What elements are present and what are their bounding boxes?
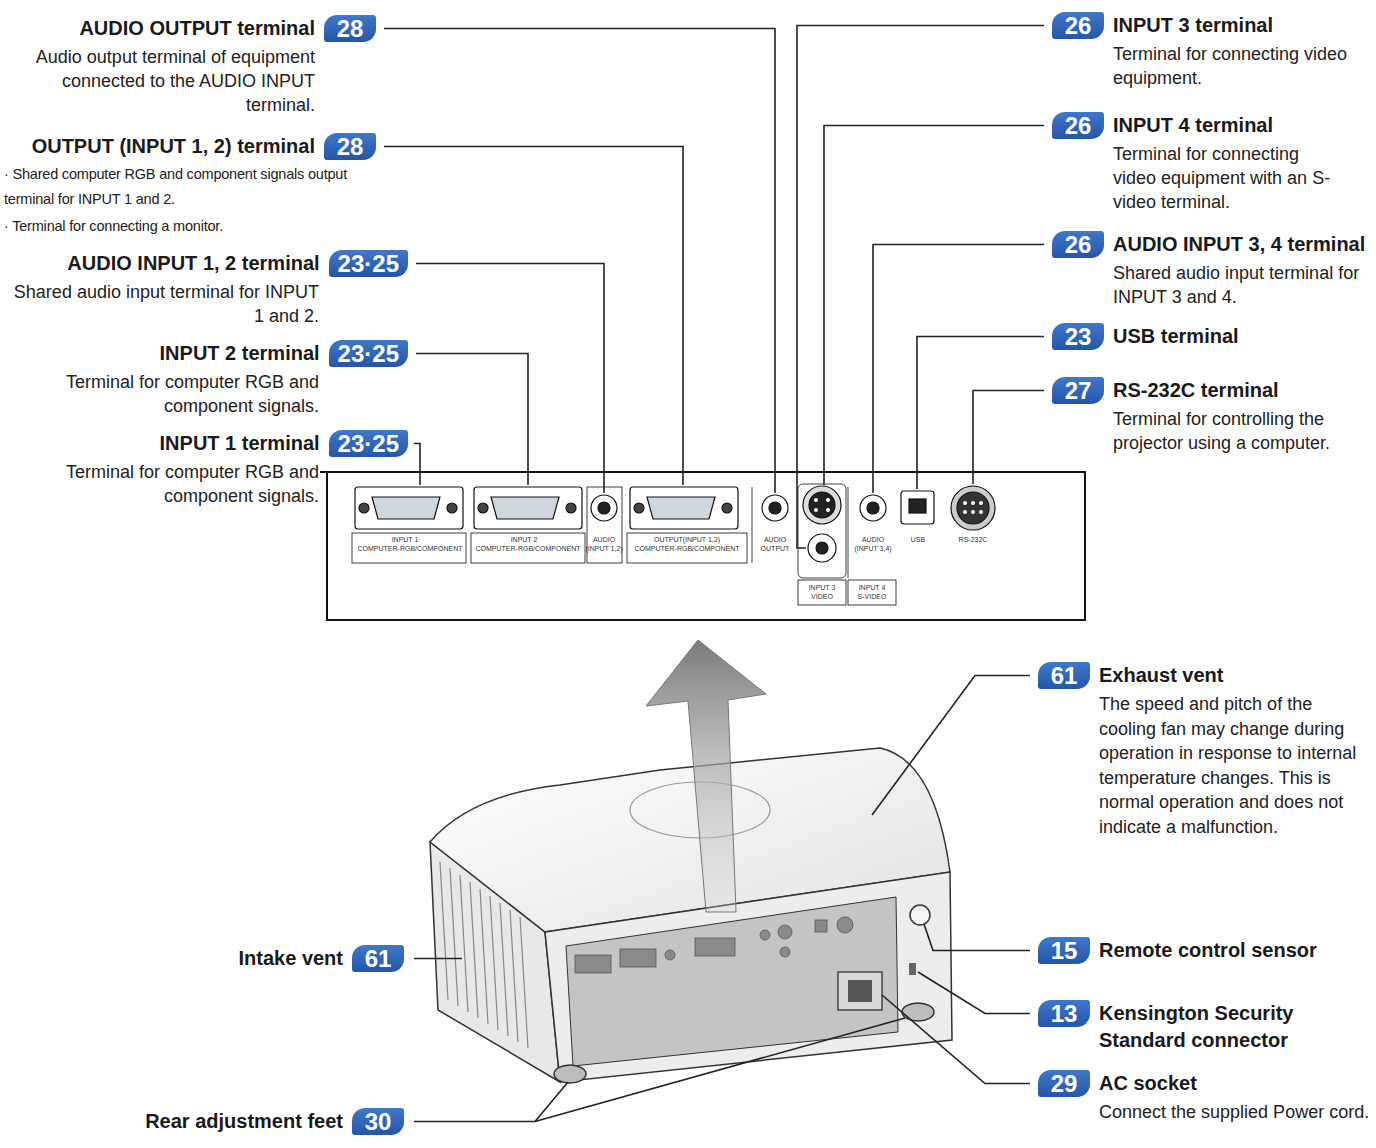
callout-number: 23·25 — [329, 250, 408, 277]
callout-header: 26 AUDIO INPUT 3, 4 terminal — [1052, 231, 1372, 258]
callout: INPUT 1 terminal 23·25Terminal for comput… — [4, 430, 408, 508]
callout-header: 27 RS-232C terminal — [1052, 377, 1372, 404]
callout-header: 29 AC socket — [1038, 1070, 1372, 1097]
callout-number: 13 — [1038, 1000, 1090, 1027]
part-name: Kensington Security Standard connector — [1099, 1000, 1349, 1054]
rear-panel-closeup — [320, 472, 1085, 620]
callout: 13 Kensington Security Standard connector — [1038, 1000, 1372, 1054]
callout-header: 26 INPUT 4 terminal — [1052, 112, 1372, 139]
callout-header: 23 USB terminal — [1052, 323, 1372, 350]
part-description: Audio output terminal of equipment conne… — [4, 45, 376, 117]
part-name: Intake vent — [239, 945, 343, 972]
panel-label: COMPUTER-RGB/COMPONENT — [635, 545, 740, 553]
part-name: INPUT 2 terminal — [160, 340, 320, 367]
panel-label: COMPUTER-RGB/COMPONENT — [358, 545, 463, 553]
callout-header: Intake vent 61 — [4, 945, 404, 972]
panel-label: USB — [911, 536, 925, 544]
callout: 29 AC socketConnect the supplied Power co… — [1038, 1070, 1372, 1124]
callout: AUDIO INPUT 1, 2 terminal 23·25Shared aud… — [4, 250, 408, 328]
part-name: Remote control sensor — [1099, 937, 1317, 964]
callout-header: Rear adjustment feet 30 — [4, 1108, 404, 1135]
callout-header: INPUT 1 terminal 23·25 — [4, 430, 408, 457]
callout-number: 15 — [1038, 937, 1090, 964]
part-name: INPUT 3 terminal — [1113, 12, 1273, 39]
part-description: Terminal for connecting video equipment. — [1052, 42, 1353, 90]
panel-label: (INPUT 1,2) — [585, 545, 622, 553]
panel-label: COMPUTER-RGB/COMPONENT — [476, 545, 581, 553]
callout-number: 23·25 — [329, 340, 408, 367]
part-description: · Terminal for connecting a monitor. — [4, 214, 376, 239]
callout-header: 15 Remote control sensor — [1038, 937, 1372, 964]
panel-label: INPUT 1 — [392, 536, 419, 544]
part-name: AC socket — [1099, 1070, 1197, 1097]
callout-header: 26 INPUT 3 terminal — [1052, 12, 1372, 39]
callout-number: 26 — [1052, 12, 1104, 39]
panel-label: INPUT 2 — [511, 536, 538, 544]
callout-number: 61 — [352, 945, 404, 972]
callout-number: 23·25 — [329, 430, 408, 457]
panel-label: OUTPUT(INPUT 1,2) — [654, 536, 720, 544]
part-name: INPUT 1 terminal — [160, 430, 320, 457]
part-name: Rear adjustment feet — [145, 1108, 343, 1135]
callout-number: 26 — [1052, 112, 1104, 139]
callout-number: 26 — [1052, 231, 1104, 258]
callout: 61 Exhaust ventThe speed and pitch of the… — [1038, 662, 1372, 839]
part-name: OUTPUT (INPUT 1, 2) terminal — [32, 133, 315, 160]
callout: Intake vent 61 — [4, 945, 404, 972]
callout: 26 AUDIO INPUT 3, 4 terminalShared audio … — [1052, 231, 1372, 309]
panel-label: AUDIO — [593, 536, 615, 544]
leader-lines — [384, 26, 1044, 549]
panel-label: RS-232C — [959, 536, 988, 544]
callout: AUDIO OUTPUT terminal 28Audio output term… — [4, 15, 376, 117]
panel-label: AUDIO — [862, 536, 884, 544]
callout-header: 13 Kensington Security Standard connector — [1038, 1000, 1372, 1054]
callout-header: AUDIO OUTPUT terminal 28 — [4, 15, 376, 42]
panel-label: OUTPUT — [761, 545, 790, 553]
callout: 15 Remote control sensor — [1038, 937, 1372, 964]
part-name: INPUT 4 terminal — [1113, 112, 1273, 139]
leader-lines-bottom — [414, 676, 1030, 1122]
part-name: AUDIO OUTPUT terminal — [79, 15, 315, 42]
callout-number: 61 — [1038, 662, 1090, 689]
callout: 23 USB terminal — [1052, 323, 1372, 350]
callout-number: 23 — [1052, 323, 1104, 350]
callout-header: 61 Exhaust vent — [1038, 662, 1372, 689]
part-description: · Shared computer RGB and component sign… — [4, 162, 376, 212]
part-description: Terminal for controlling the projector u… — [1052, 407, 1372, 455]
part-description: The speed and pitch of the cooling fan m… — [1038, 692, 1359, 839]
panel-label: AUDIO — [764, 536, 786, 544]
part-description: Shared audio input terminal for INPUT 1 … — [4, 280, 408, 328]
callout-number: 28 — [324, 15, 376, 42]
panel-label: INPUT 4 — [859, 584, 886, 592]
part-name: RS-232C terminal — [1113, 377, 1279, 404]
callout: INPUT 2 terminal 23·25Terminal for comput… — [4, 340, 408, 418]
part-name: AUDIO INPUT 1, 2 terminal — [67, 250, 319, 277]
callout: 27 RS-232C terminalTerminal for controlli… — [1052, 377, 1372, 455]
part-description: Shared audio input terminal for INPUT 3 … — [1052, 261, 1363, 309]
projector-body — [430, 748, 952, 1083]
panel-label: (INPUT 3,4) — [854, 545, 891, 553]
callout-header: INPUT 2 terminal 23·25 — [4, 340, 408, 367]
part-description: Terminal for computer RGB and component … — [4, 460, 408, 508]
panel-label: INPUT 3 — [809, 584, 836, 592]
callout-header: OUTPUT (INPUT 1, 2) terminal 28 — [4, 133, 376, 160]
part-name: USB terminal — [1113, 323, 1239, 350]
callout: Rear adjustment feet 30 — [4, 1108, 404, 1135]
direction-arrow — [646, 640, 766, 912]
part-name: Exhaust vent — [1099, 662, 1223, 689]
callout: 26 INPUT 3 terminalTerminal for connectin… — [1052, 12, 1372, 90]
callout-header: AUDIO INPUT 1, 2 terminal 23·25 — [4, 250, 408, 277]
part-name: AUDIO INPUT 3, 4 terminal — [1113, 231, 1365, 258]
callout: OUTPUT (INPUT 1, 2) terminal 28· Shared c… — [4, 133, 376, 239]
part-description: Terminal for computer RGB and component … — [4, 370, 408, 418]
panel-label: S-VIDEO — [858, 593, 887, 601]
callout-number: 29 — [1038, 1070, 1090, 1097]
callout-number: 30 — [352, 1108, 404, 1135]
part-description: Connect the supplied Power cord. — [1038, 1100, 1372, 1124]
callout-number: 27 — [1052, 377, 1104, 404]
part-description: Terminal for connecting video equipment … — [1052, 142, 1338, 214]
panel-label: VIDEO — [811, 593, 833, 601]
callout: 26 INPUT 4 terminalTerminal for connectin… — [1052, 112, 1372, 214]
callout-number: 28 — [324, 133, 376, 160]
